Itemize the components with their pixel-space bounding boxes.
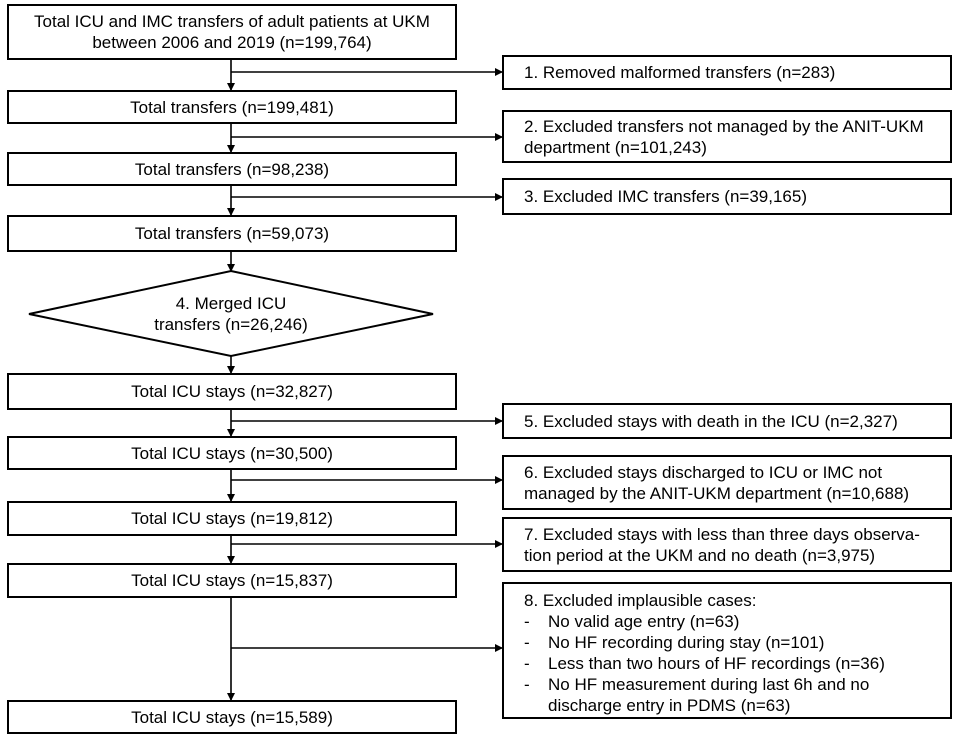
- exclusion-8-title: 8. Excluded implausible cases:: [524, 591, 757, 610]
- total-transfers-box-4: Total transfers (n=59,073): [7, 215, 457, 252]
- icu-stays-text-2: Total ICU stays (n=30,500): [131, 443, 333, 463]
- list-item-text: No valid age entry (n=63): [548, 612, 740, 631]
- exclusion-text-2: 2. Excluded transfers not managed by the…: [524, 116, 924, 157]
- icu-stays-text-4: Total ICU stays (n=15,837): [131, 571, 333, 590]
- exclusion-8-content: 8. Excluded implausible cases: - No vali…: [524, 590, 885, 716]
- exclusion-8-list: - No valid age entry (n=63) - No HF reco…: [524, 611, 885, 716]
- icu-stays-box-1: Total ICU stays (n=32,827): [7, 373, 457, 410]
- icu-stays-box-3: Total ICU stays (n=19,812): [7, 501, 457, 536]
- initial-transfers-text: Total ICU and IMC transfers of adult pat…: [34, 12, 430, 52]
- icu-stays-text-1: Total ICU stays (n=32,827): [131, 382, 333, 401]
- list-item: - Less than two hours of HF recordings (…: [524, 653, 885, 674]
- total-transfers-box-2: Total transfers (n=199,481): [7, 90, 457, 124]
- exclusion-box-5: 5. Excluded stays with death in the ICU …: [502, 403, 952, 439]
- list-bullet: -: [524, 675, 530, 694]
- total-transfers-text-4: Total transfers (n=59,073): [134, 224, 330, 243]
- list-bullet: -: [524, 612, 530, 631]
- list-bullet: -: [524, 654, 530, 673]
- merge-diamond: [28, 269, 434, 358]
- list-item: - No HF recording during stay (n=101): [524, 632, 885, 653]
- list-item: - No valid age entry (n=63): [524, 611, 885, 632]
- list-item: - No HF measurement during last 6h and n…: [524, 674, 885, 716]
- exclusion-text-1: 1. Removed malformed transfers (n=283): [524, 63, 836, 82]
- icu-stays-box-2: Total ICU stays (n=30,500): [7, 436, 457, 470]
- exclusion-text-7: 7. Excluded stays with less than three d…: [524, 524, 920, 565]
- icu-stays-box-4: Total ICU stays (n=15,837): [7, 563, 457, 598]
- exclusion-box-6: 6. Excluded stays discharged to ICU or I…: [502, 455, 952, 510]
- merge-step-label: 4. Merged ICU transfers (n=26,246): [131, 291, 331, 337]
- exclusion-box-3: 3. Excluded IMC transfers (n=39,165): [502, 178, 952, 215]
- exclusion-text-5: 5. Excluded stays with death in the ICU …: [524, 411, 898, 431]
- exclusion-text-6: 6. Excluded stays discharged to ICU or I…: [524, 462, 910, 503]
- total-transfers-text-3: Total transfers (n=98,238): [134, 159, 330, 179]
- exclusion-box-7: 7. Excluded stays with less than three d…: [502, 517, 952, 572]
- exclusion-box-8: 8. Excluded implausible cases: - No vali…: [502, 582, 952, 719]
- total-transfers-text-2: Total transfers (n=199,481): [130, 97, 334, 117]
- icu-stays-final-box: Total ICU stays (n=15,589): [7, 700, 457, 734]
- list-item-text: Less than two hours of HF recordings (n=…: [548, 654, 885, 673]
- list-item-text: No HF recording during stay (n=101): [548, 633, 825, 652]
- merge-step-text: 4. Merged ICU transfers (n=26,246): [154, 294, 308, 334]
- exclusion-box-2: 2. Excluded transfers not managed by the…: [502, 110, 952, 163]
- list-item-text: No HF measurement during last 6h and no …: [548, 675, 870, 715]
- icu-stays-final-text: Total ICU stays (n=15,589): [131, 707, 333, 727]
- total-transfers-box-3: Total transfers (n=98,238): [7, 152, 457, 186]
- exclusion-text-3: 3. Excluded IMC transfers (n=39,165): [524, 187, 807, 206]
- list-bullet: -: [524, 633, 530, 652]
- icu-stays-text-3: Total ICU stays (n=19,812): [131, 509, 333, 528]
- exclusion-box-1: 1. Removed malformed transfers (n=283): [502, 55, 952, 90]
- initial-transfers-box: Total ICU and IMC transfers of adult pat…: [7, 4, 457, 60]
